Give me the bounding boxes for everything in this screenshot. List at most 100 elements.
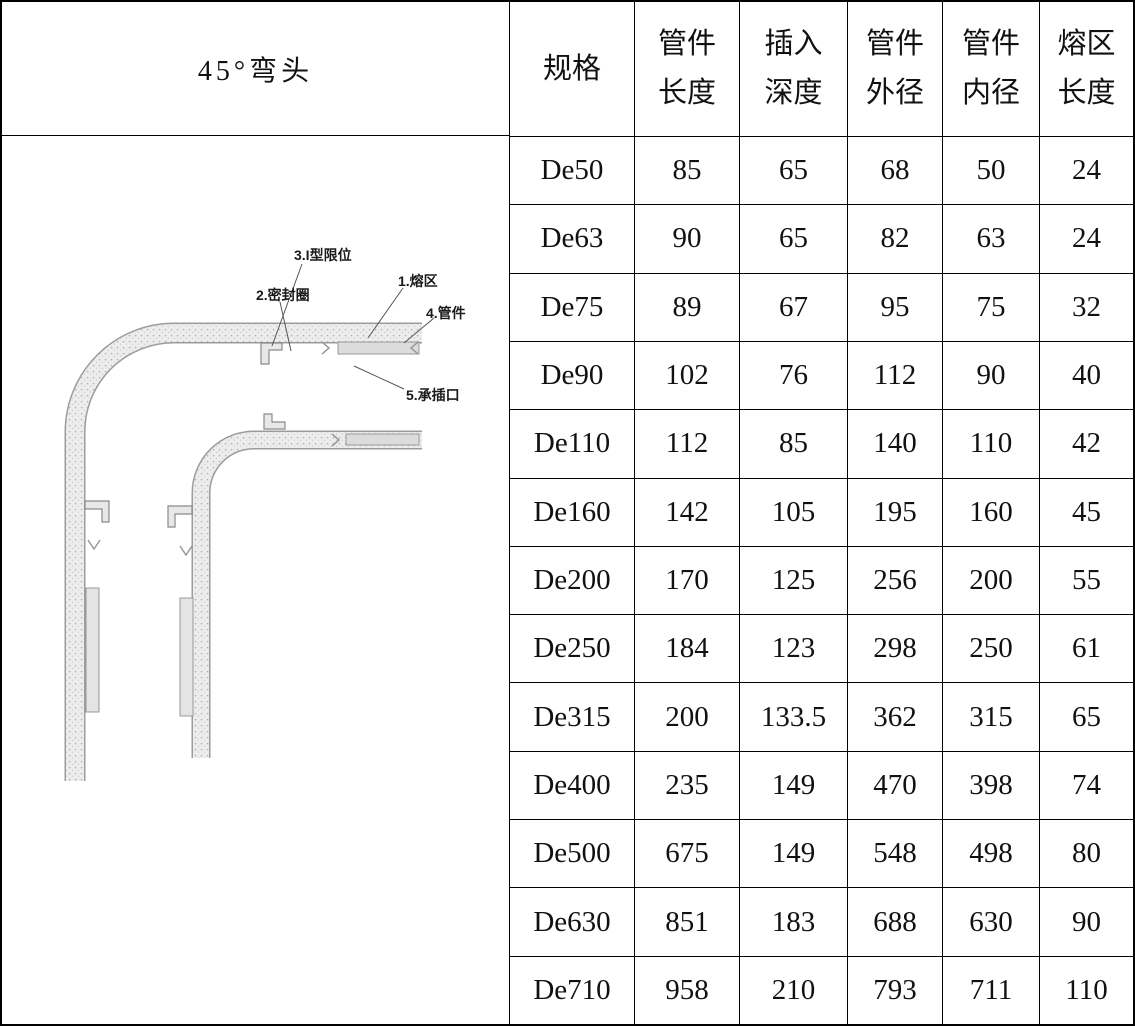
value-cell: 398 xyxy=(943,751,1039,820)
inserted-pipe-left xyxy=(85,587,100,713)
arrow-icon xyxy=(321,341,331,355)
value-cell: 548 xyxy=(848,820,942,888)
value-cell: 184 xyxy=(635,615,739,683)
diagram-label-fusion: 1.熔区 xyxy=(398,273,438,289)
small-elbow-body xyxy=(193,432,422,758)
column-header-line: 长度 xyxy=(657,77,716,109)
spec-cell: De50 xyxy=(510,137,634,205)
column-header-line: 管件 xyxy=(961,28,1020,60)
diagram-label-socket: 5.承插口 xyxy=(406,387,460,403)
value-cell: 362 xyxy=(848,683,942,751)
spec-cell: De710 xyxy=(510,956,634,1024)
value-cell: 630 xyxy=(943,888,1039,956)
spec-cell: De110 xyxy=(510,410,634,478)
elbow-drawing-svg: 3.I型限位 2.密封圈 1.熔区 4.管件 5.承插口 xyxy=(64,247,466,781)
inserted-pipe-right xyxy=(179,597,194,717)
value-cell: 80 xyxy=(1040,820,1133,888)
value-cell: 195 xyxy=(848,478,942,546)
value-cell: 90 xyxy=(635,205,739,273)
column-header-line: 管件 xyxy=(865,28,924,60)
column-header-line: 内径 xyxy=(961,77,1020,109)
value-cell: 32 xyxy=(1040,273,1133,341)
value-cell: 102 xyxy=(635,341,739,410)
limit-stop-left xyxy=(84,500,110,523)
limit-stop-mid xyxy=(263,413,286,430)
value-cell: 74 xyxy=(1040,751,1133,820)
value-cell: 45 xyxy=(1040,478,1133,546)
column-header-line: 外径 xyxy=(865,77,924,109)
value-cell: 50 xyxy=(943,137,1039,205)
column-header-spec: 规格 xyxy=(510,2,634,136)
arrow-icon xyxy=(409,341,419,355)
value-cell: 688 xyxy=(848,888,942,956)
value-cell: 711 xyxy=(943,956,1039,1024)
value-cell: 142 xyxy=(635,478,739,546)
value-cell: 250 xyxy=(943,615,1039,683)
elbow-diagram: 3.I型限位 2.密封圈 1.熔区 4.管件 5.承插口 xyxy=(2,136,509,1024)
value-cell: 125 xyxy=(740,546,847,615)
value-cell: 851 xyxy=(635,888,739,956)
spec-cell: De75 xyxy=(510,273,634,341)
diagram-label-limit: 3.I型限位 xyxy=(294,247,352,263)
value-cell: 315 xyxy=(943,683,1039,751)
spec-cell: De63 xyxy=(510,205,634,273)
value-cell: 256 xyxy=(848,546,942,615)
limit-stop-top xyxy=(260,342,283,365)
value-cell: 958 xyxy=(635,956,739,1024)
value-cell: 68 xyxy=(848,137,942,205)
big-elbow-body xyxy=(66,324,422,781)
value-cell: 160 xyxy=(943,478,1039,546)
spec-cell: De250 xyxy=(510,615,634,683)
elbow-panel: 45°弯头 xyxy=(2,2,510,1024)
value-cell: 40 xyxy=(1040,341,1133,410)
value-cell: 149 xyxy=(740,751,847,820)
value-cell: 112 xyxy=(848,341,942,410)
value-cell: 42 xyxy=(1040,410,1133,478)
leader-line xyxy=(271,263,303,347)
column-header-fusion-zone: 熔区 长度 xyxy=(1040,2,1133,136)
value-cell: 170 xyxy=(635,546,739,615)
column-header-insertion-depth: 插入 深度 xyxy=(740,2,847,136)
value-cell: 149 xyxy=(740,820,847,888)
arrow-icon xyxy=(87,539,101,551)
value-cell: 24 xyxy=(1040,205,1133,273)
value-cell: 85 xyxy=(635,137,739,205)
value-cell: 793 xyxy=(848,956,942,1024)
value-cell: 200 xyxy=(635,683,739,751)
value-cell: 82 xyxy=(848,205,942,273)
diagram-label-seal: 2.密封圈 xyxy=(256,287,310,303)
column-header-line: 长度 xyxy=(1057,77,1116,109)
value-cell: 498 xyxy=(943,820,1039,888)
limit-stop-right xyxy=(167,505,193,528)
column-header-length: 管件 长度 xyxy=(635,2,739,136)
value-cell: 65 xyxy=(740,137,847,205)
diagram-label-pipe: 4.管件 xyxy=(426,305,466,321)
section-title: 45°弯头 xyxy=(2,2,509,136)
value-cell: 65 xyxy=(740,205,847,273)
spec-cell: De90 xyxy=(510,341,634,410)
spec-cell: De500 xyxy=(510,820,634,888)
value-cell: 24 xyxy=(1040,137,1133,205)
value-cell: 112 xyxy=(635,410,739,478)
value-cell: 63 xyxy=(943,205,1039,273)
value-cell: 110 xyxy=(1040,956,1133,1024)
spec-cell: De400 xyxy=(510,751,634,820)
small-elbow-outline xyxy=(191,430,422,758)
value-cell: 210 xyxy=(740,956,847,1024)
spec-cell: De160 xyxy=(510,478,634,546)
value-cell: 675 xyxy=(635,820,739,888)
column-header-inner-diameter: 管件 内径 xyxy=(943,2,1039,136)
value-cell: 65 xyxy=(1040,683,1133,751)
arrow-icon xyxy=(331,433,341,447)
value-cell: 200 xyxy=(943,546,1039,615)
column-header-outer-diameter: 管件 外径 xyxy=(848,2,942,136)
value-cell: 75 xyxy=(943,273,1039,341)
value-cell: 95 xyxy=(848,273,942,341)
column-header-line: 深度 xyxy=(764,77,823,109)
value-cell: 183 xyxy=(740,888,847,956)
column-header-line: 管件 xyxy=(657,28,716,60)
value-cell: 235 xyxy=(635,751,739,820)
value-cell: 55 xyxy=(1040,546,1133,615)
value-cell: 76 xyxy=(740,341,847,410)
